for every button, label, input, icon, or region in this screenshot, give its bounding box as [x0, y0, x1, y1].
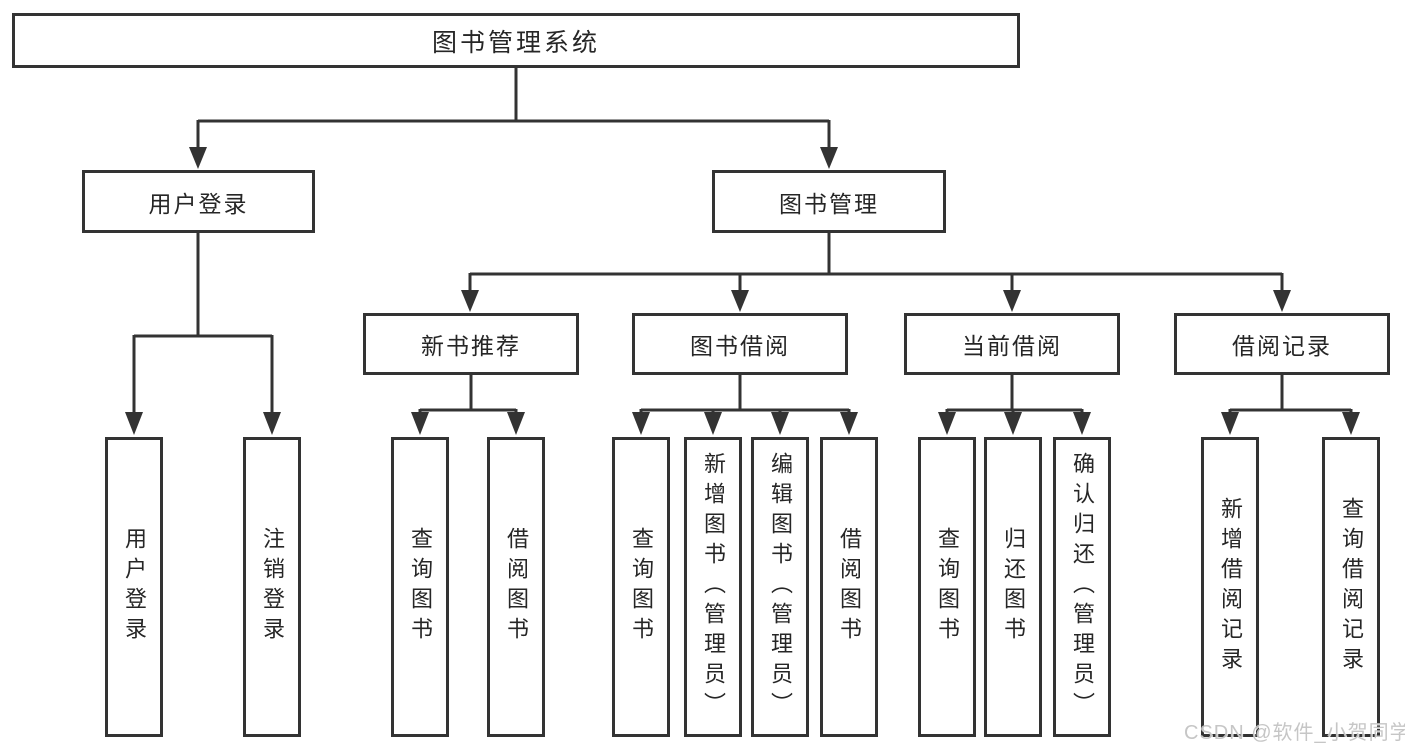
node-label: 新增图书（管理员） [701, 452, 726, 722]
node-label: 借阅记录 [1232, 333, 1332, 359]
node-label: 查询图书 [629, 527, 654, 647]
leaf-add-books-admin: 新增图书（管理员） [684, 437, 742, 737]
node-book-management: 图书管理 [712, 170, 946, 233]
leaf-borrowing-query-books: 查询图书 [612, 437, 670, 737]
leaf-current-query-books: 查询图书 [918, 437, 976, 737]
node-label: 图书管理系统 [431, 28, 600, 57]
node-label: 编辑图书（管理员） [768, 452, 793, 722]
leaf-confirm-return-admin: 确认归还（管理员） [1053, 437, 1111, 737]
node-label: 查询借阅记录 [1339, 497, 1364, 677]
node-label: 用户登录 [148, 190, 249, 217]
node-label: 查询图书 [408, 527, 433, 647]
leaf-recommend-borrow-books: 借阅图书 [487, 437, 545, 737]
node-label: 注销登录 [260, 527, 285, 647]
leaf-recommend-query-books: 查询图书 [391, 437, 449, 737]
csdn-watermark: CSDN @软件_小贺同学 [1184, 722, 1405, 744]
leaf-add-borrow-record: 新增借阅记录 [1201, 437, 1259, 737]
node-label: 确认归还（管理员） [1070, 452, 1095, 722]
node-label: 新书推荐 [421, 333, 521, 359]
node-borrowing-records: 借阅记录 [1174, 313, 1390, 375]
leaf-edit-books-admin: 编辑图书（管理员） [751, 437, 809, 737]
node-user-login: 用户登录 [82, 170, 315, 233]
node-book-borrowing: 图书借阅 [632, 313, 848, 375]
node-label: 查询图书 [935, 527, 960, 647]
node-new-book-recommend: 新书推荐 [363, 313, 579, 375]
node-label: 图书管理 [779, 190, 879, 217]
leaf-return-books: 归还图书 [984, 437, 1042, 737]
node-label: 借阅图书 [837, 527, 862, 647]
node-label: 图书借阅 [690, 333, 790, 359]
node-current-borrowing: 当前借阅 [904, 313, 1120, 375]
node-label: 借阅图书 [504, 527, 529, 647]
leaf-user-login: 用户登录 [105, 437, 163, 737]
arrowheads [125, 147, 1360, 435]
node-label: 新增借阅记录 [1218, 497, 1243, 677]
leaf-borrowing-borrow-books: 借阅图书 [820, 437, 878, 737]
leaf-logout: 注销登录 [243, 437, 301, 737]
node-label: 当前借阅 [962, 333, 1062, 359]
leaf-query-borrow-record: 查询借阅记录 [1322, 437, 1380, 737]
node-label: 用户登录 [122, 527, 147, 647]
node-library-system: 图书管理系统 [12, 13, 1020, 68]
node-label: 归还图书 [1001, 527, 1026, 647]
